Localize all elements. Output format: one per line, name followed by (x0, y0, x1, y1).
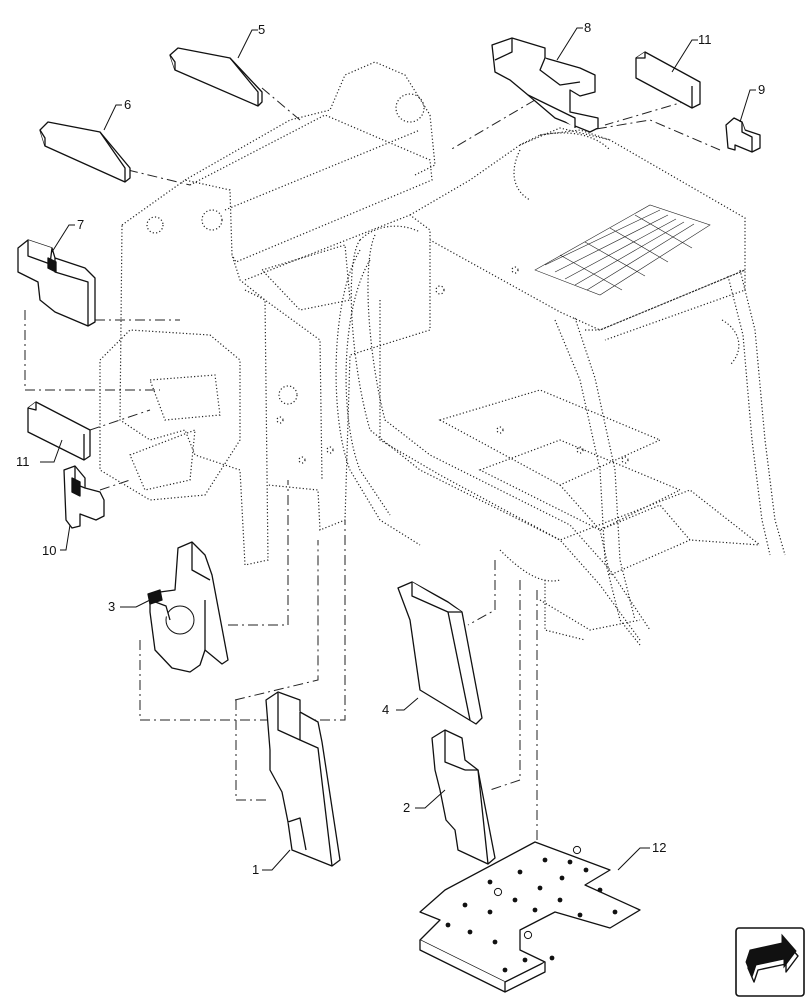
part-11-foam-block-left[interactable] (27, 401, 91, 461)
callout-9: 9 (758, 82, 765, 97)
part-1-foam-column[interactable] (265, 691, 341, 867)
next-page-arrow-icon[interactable] (735, 927, 805, 997)
callout-7: 7 (77, 217, 84, 232)
part-3-foam-pad-with-cutout[interactable] (147, 541, 229, 673)
assembly-lines (24, 87, 721, 860)
roof-vent-grill (534, 204, 711, 296)
callout-5: 5 (258, 22, 265, 37)
callout-4: 4 (382, 702, 389, 717)
part-7-foam-block[interactable] (17, 239, 96, 327)
part-2-foam-column[interactable] (431, 729, 496, 865)
part-4-foam-panel[interactable] (397, 581, 483, 725)
callout-12: 12 (652, 840, 666, 855)
callout-11-top: 11 (698, 32, 712, 47)
part-6-foam-pad[interactable] (39, 121, 131, 183)
callout-labels: 5 6 7 8 11 9 11 10 3 4 2 1 12 (16, 20, 765, 877)
callout-leaders (40, 27, 756, 871)
part-11-foam-block-top[interactable] (635, 51, 701, 109)
part-8-foam-insulation[interactable] (491, 37, 599, 133)
callout-2: 2 (403, 800, 410, 815)
callout-1: 1 (252, 862, 259, 877)
part-9-foam-block[interactable] (725, 117, 761, 153)
callout-3: 3 (108, 599, 115, 614)
callout-10: 10 (42, 543, 56, 558)
part-10-foam-block[interactable] (63, 465, 105, 529)
loader-chassis-frame (99, 61, 786, 646)
callout-6: 6 (124, 97, 131, 112)
callout-8: 8 (584, 20, 591, 35)
part-12-floor-plate[interactable] (419, 841, 641, 993)
callout-11-left: 11 (16, 454, 30, 469)
floor-plate-holes (445, 845, 618, 973)
part-5-foam-pad[interactable] (169, 47, 263, 107)
